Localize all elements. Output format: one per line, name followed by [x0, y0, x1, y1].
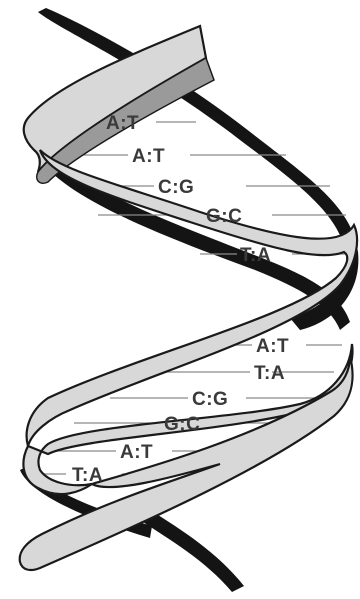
base-pair-label-7: T:A — [254, 363, 285, 384]
base-pair-label-6: A:T — [256, 336, 289, 357]
base-pair-label-2: A:T — [132, 146, 165, 167]
base-pair-label-9: G:C — [164, 414, 200, 435]
dark-strand-tail — [140, 510, 244, 592]
base-pair-label-11: T:A — [72, 465, 103, 486]
light-strand — [20, 26, 357, 570]
base-pair-label-5: T:A — [240, 245, 271, 266]
base-pair-label-3: C:G — [158, 177, 194, 198]
base-pair-label-10: A:T — [120, 442, 153, 463]
base-pair-label-8: C:G — [192, 389, 228, 410]
base-pair-label-1: A:T — [106, 113, 139, 134]
base-pair-label-4: G:C — [206, 206, 242, 227]
